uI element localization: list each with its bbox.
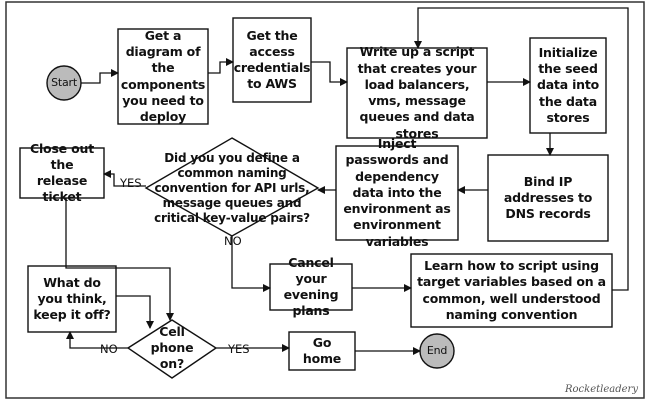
arrow-aws-to-script [311, 61, 348, 86]
seed-step: Initialize the seed data into the data s… [536, 44, 600, 125]
cancel-plans-box [269, 263, 353, 311]
diagram-step: Get a diagram of the components you need… [120, 27, 206, 124]
learn-step: Learn how to script using target variabl… [417, 258, 606, 322]
cell-phone-decision: Cell phone on? [150, 323, 194, 372]
cancel-plans-step: Cancel your evening plans [283, 254, 339, 319]
bind-ip-box [487, 154, 609, 242]
arrow-diagram-to-aws [208, 58, 234, 74]
start-node: Start [51, 75, 77, 89]
arrow-close-ticket-to-cell-phone [65, 198, 174, 321]
inject-box [335, 145, 459, 241]
arrow-learn-to-script [414, 7, 629, 291]
arrow-no-to-cancel-plans [231, 236, 271, 292]
artist-signature: Rocketleadery [565, 384, 638, 395]
edge-label-no-phone: NO [100, 342, 118, 356]
what-do-you-box [27, 265, 117, 333]
close-ticket-step: Close out the release ticket [30, 140, 94, 205]
go-home-step: Go home [302, 334, 342, 366]
what-do-you-step: What do you think, keep it off? [33, 274, 111, 323]
page-frame [5, 1, 645, 399]
end-node: End [426, 343, 448, 357]
aws-step: Get the access credentials to AWS [233, 27, 311, 92]
bind-ip-step: Bind IP addresses to DNS records [503, 173, 593, 222]
naming-decision: Did you you define a common naming conve… [154, 150, 310, 225]
script-box [346, 47, 488, 139]
arrow-what-do-you-to-cell-phone [116, 295, 154, 329]
edge-label-yes-phone: YES [228, 342, 250, 356]
seed-box [529, 37, 607, 134]
go-home-box [288, 331, 356, 371]
arrow-no-to-what-do-you [66, 331, 128, 349]
script-step: Write up a script that creates your load… [357, 44, 477, 141]
diagram-box [117, 28, 209, 125]
close-ticket-box [19, 147, 105, 199]
arrow-yes-to-close-ticket [103, 170, 146, 187]
edge-label-yes-naming: YES [120, 176, 142, 190]
aws-box [232, 17, 312, 103]
cell-phone-decision-shape [126, 319, 218, 379]
learn-box [410, 253, 613, 328]
inject-step: Inject passwords and dependency data int… [343, 136, 451, 249]
arrow-start-to-diagram [81, 69, 119, 84]
edge-label-no-naming: NO [224, 234, 242, 248]
